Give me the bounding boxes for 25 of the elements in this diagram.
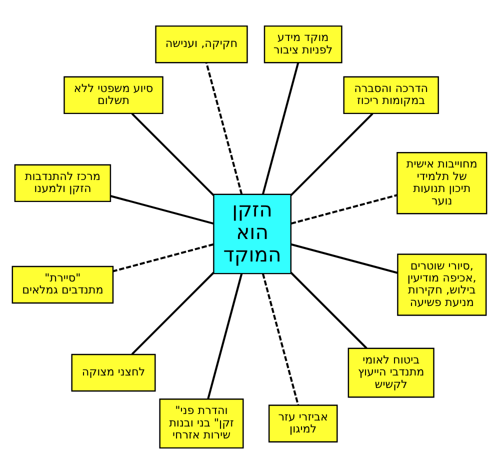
- connector: [131, 271, 214, 354]
- node-box: מרכז להתנדבות הזקן ולמענו: [14, 164, 112, 202]
- connector: [262, 62, 300, 194]
- node-box: חקיקה, וענישה: [155, 24, 248, 63]
- node-box: לחצני מצוקה: [71, 353, 156, 392]
- node-box: אביזרי עזר למיגון: [268, 404, 338, 442]
- connector: [205, 62, 243, 194]
- connector: [112, 242, 214, 272]
- connector: [262, 272, 300, 405]
- connector: [131, 112, 214, 196]
- node-box: הזקן הוא המוקד: [213, 193, 292, 274]
- node-box: "סיירת" מתנדבים גמלאים: [12, 265, 114, 304]
- node-box: ביטוח לאומי מתנדבי הייעוץ לקשיש: [348, 347, 434, 398]
- connector: [207, 272, 243, 399]
- node-box: סיורי שוטרים, אכיפה מודיעין, בילוש, חקירות מניעת פשיעה: [397, 253, 487, 316]
- connector: [290, 242, 398, 274]
- connector: [110, 194, 214, 224]
- connector: [290, 112, 374, 196]
- node-box: "והדרת פני זקן" בני ובנות שירות אזרחי: [159, 398, 244, 448]
- node-box: סיוע משפטי ללא תשלום: [64, 76, 164, 114]
- node-box: מחוייבות אישית של תלמידי תיכון תנועות נוער: [396, 152, 488, 214]
- node-box: הדרכה והסברה במקומות ריכוז: [343, 76, 439, 114]
- node-box: מוקד מידע לפניות ציבור: [264, 24, 342, 63]
- connector: [290, 194, 398, 224]
- connector: [290, 271, 368, 348]
